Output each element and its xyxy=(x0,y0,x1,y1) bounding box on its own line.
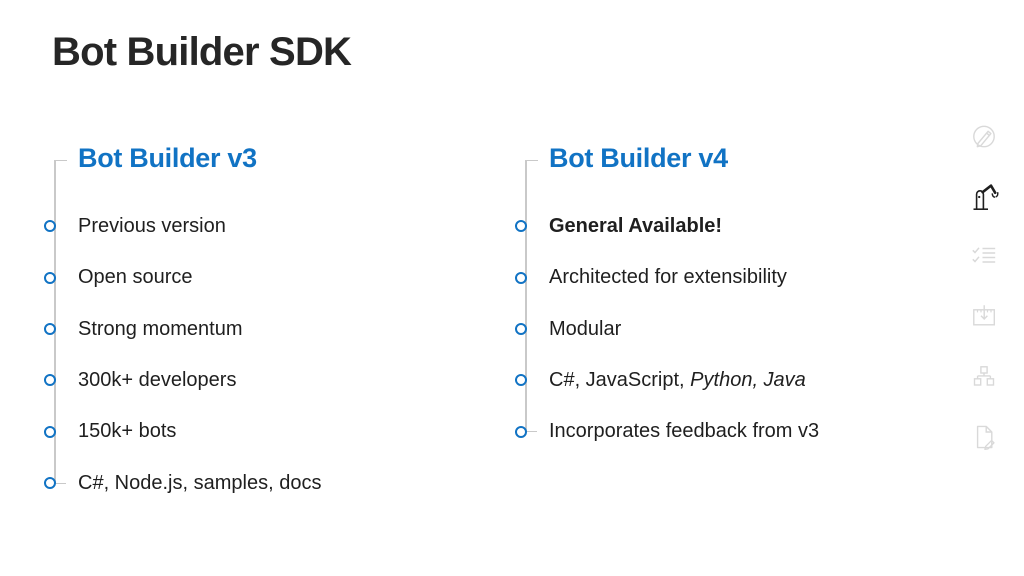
list-item-text: C#, JavaScript, Python, Java xyxy=(549,368,806,391)
bullet-ring-icon xyxy=(44,477,56,490)
sidebar-nav xyxy=(968,121,1000,453)
list-item: Architected for extensibility xyxy=(514,252,984,303)
slide-title: Bot Builder SDK xyxy=(52,30,352,74)
bullet-ring-icon xyxy=(515,220,527,233)
list-item-text: 300k+ developers xyxy=(78,368,237,391)
bracket-vertical-line xyxy=(525,160,527,432)
org-chart-icon[interactable] xyxy=(968,361,1000,393)
list-item: C#, Node.js, samples, docs xyxy=(43,458,513,509)
design-pencil-circle-icon[interactable] xyxy=(968,121,1000,153)
column-heading-v4: Bot Builder v4 xyxy=(549,143,728,173)
list-item: General Available! xyxy=(514,201,984,252)
bullet-ring-icon xyxy=(44,220,56,233)
bullet-ring-icon xyxy=(515,374,527,387)
bracket-corner-tick xyxy=(526,160,538,162)
list-item: Open source xyxy=(43,252,513,303)
robot-arm-icon[interactable] xyxy=(968,181,1000,213)
list-item-text: Strong momentum xyxy=(78,317,243,340)
bracket-corner-tick xyxy=(55,160,67,162)
list-item-text: 150k+ bots xyxy=(78,420,177,443)
bullet-list-v4: General Available! Architected for extens… xyxy=(514,201,984,458)
checklist-icon[interactable] xyxy=(968,241,1000,273)
list-item: Previous version xyxy=(43,201,513,252)
column-heading-v3: Bot Builder v3 xyxy=(78,143,257,173)
list-item: 150k+ bots xyxy=(43,406,513,457)
window-download-icon[interactable] xyxy=(968,301,1000,333)
column-bot-builder-v4: Bot Builder v4 General Available! Archite… xyxy=(514,0,984,576)
list-item-text: General Available! xyxy=(549,214,723,237)
bullet-ring-icon xyxy=(44,425,56,438)
bullet-ring-icon xyxy=(44,271,56,284)
list-item: 300k+ developers xyxy=(43,355,513,406)
list-item: Incorporates feedback from v3 xyxy=(514,406,984,457)
bullet-ring-icon xyxy=(44,323,56,336)
bullet-ring-icon xyxy=(515,425,527,438)
bracket-vertical-line xyxy=(54,160,56,483)
document-edit-icon[interactable] xyxy=(968,421,1000,453)
bullet-ring-icon xyxy=(515,271,527,284)
list-item-text: Incorporates feedback from v3 xyxy=(549,420,820,443)
list-item: C#, JavaScript, Python, Java xyxy=(514,355,984,406)
list-item-text: Modular xyxy=(549,317,622,340)
list-item-text: C#, Node.js, samples, docs xyxy=(78,471,322,494)
list-item-text: Previous version xyxy=(78,214,226,237)
bullet-ring-icon xyxy=(44,374,56,387)
bullet-ring-icon xyxy=(515,323,527,336)
list-item-text: Architected for extensibility xyxy=(549,266,787,289)
list-item: Modular xyxy=(514,303,984,354)
list-item-text: Open source xyxy=(78,266,193,289)
list-item: Strong momentum xyxy=(43,303,513,354)
